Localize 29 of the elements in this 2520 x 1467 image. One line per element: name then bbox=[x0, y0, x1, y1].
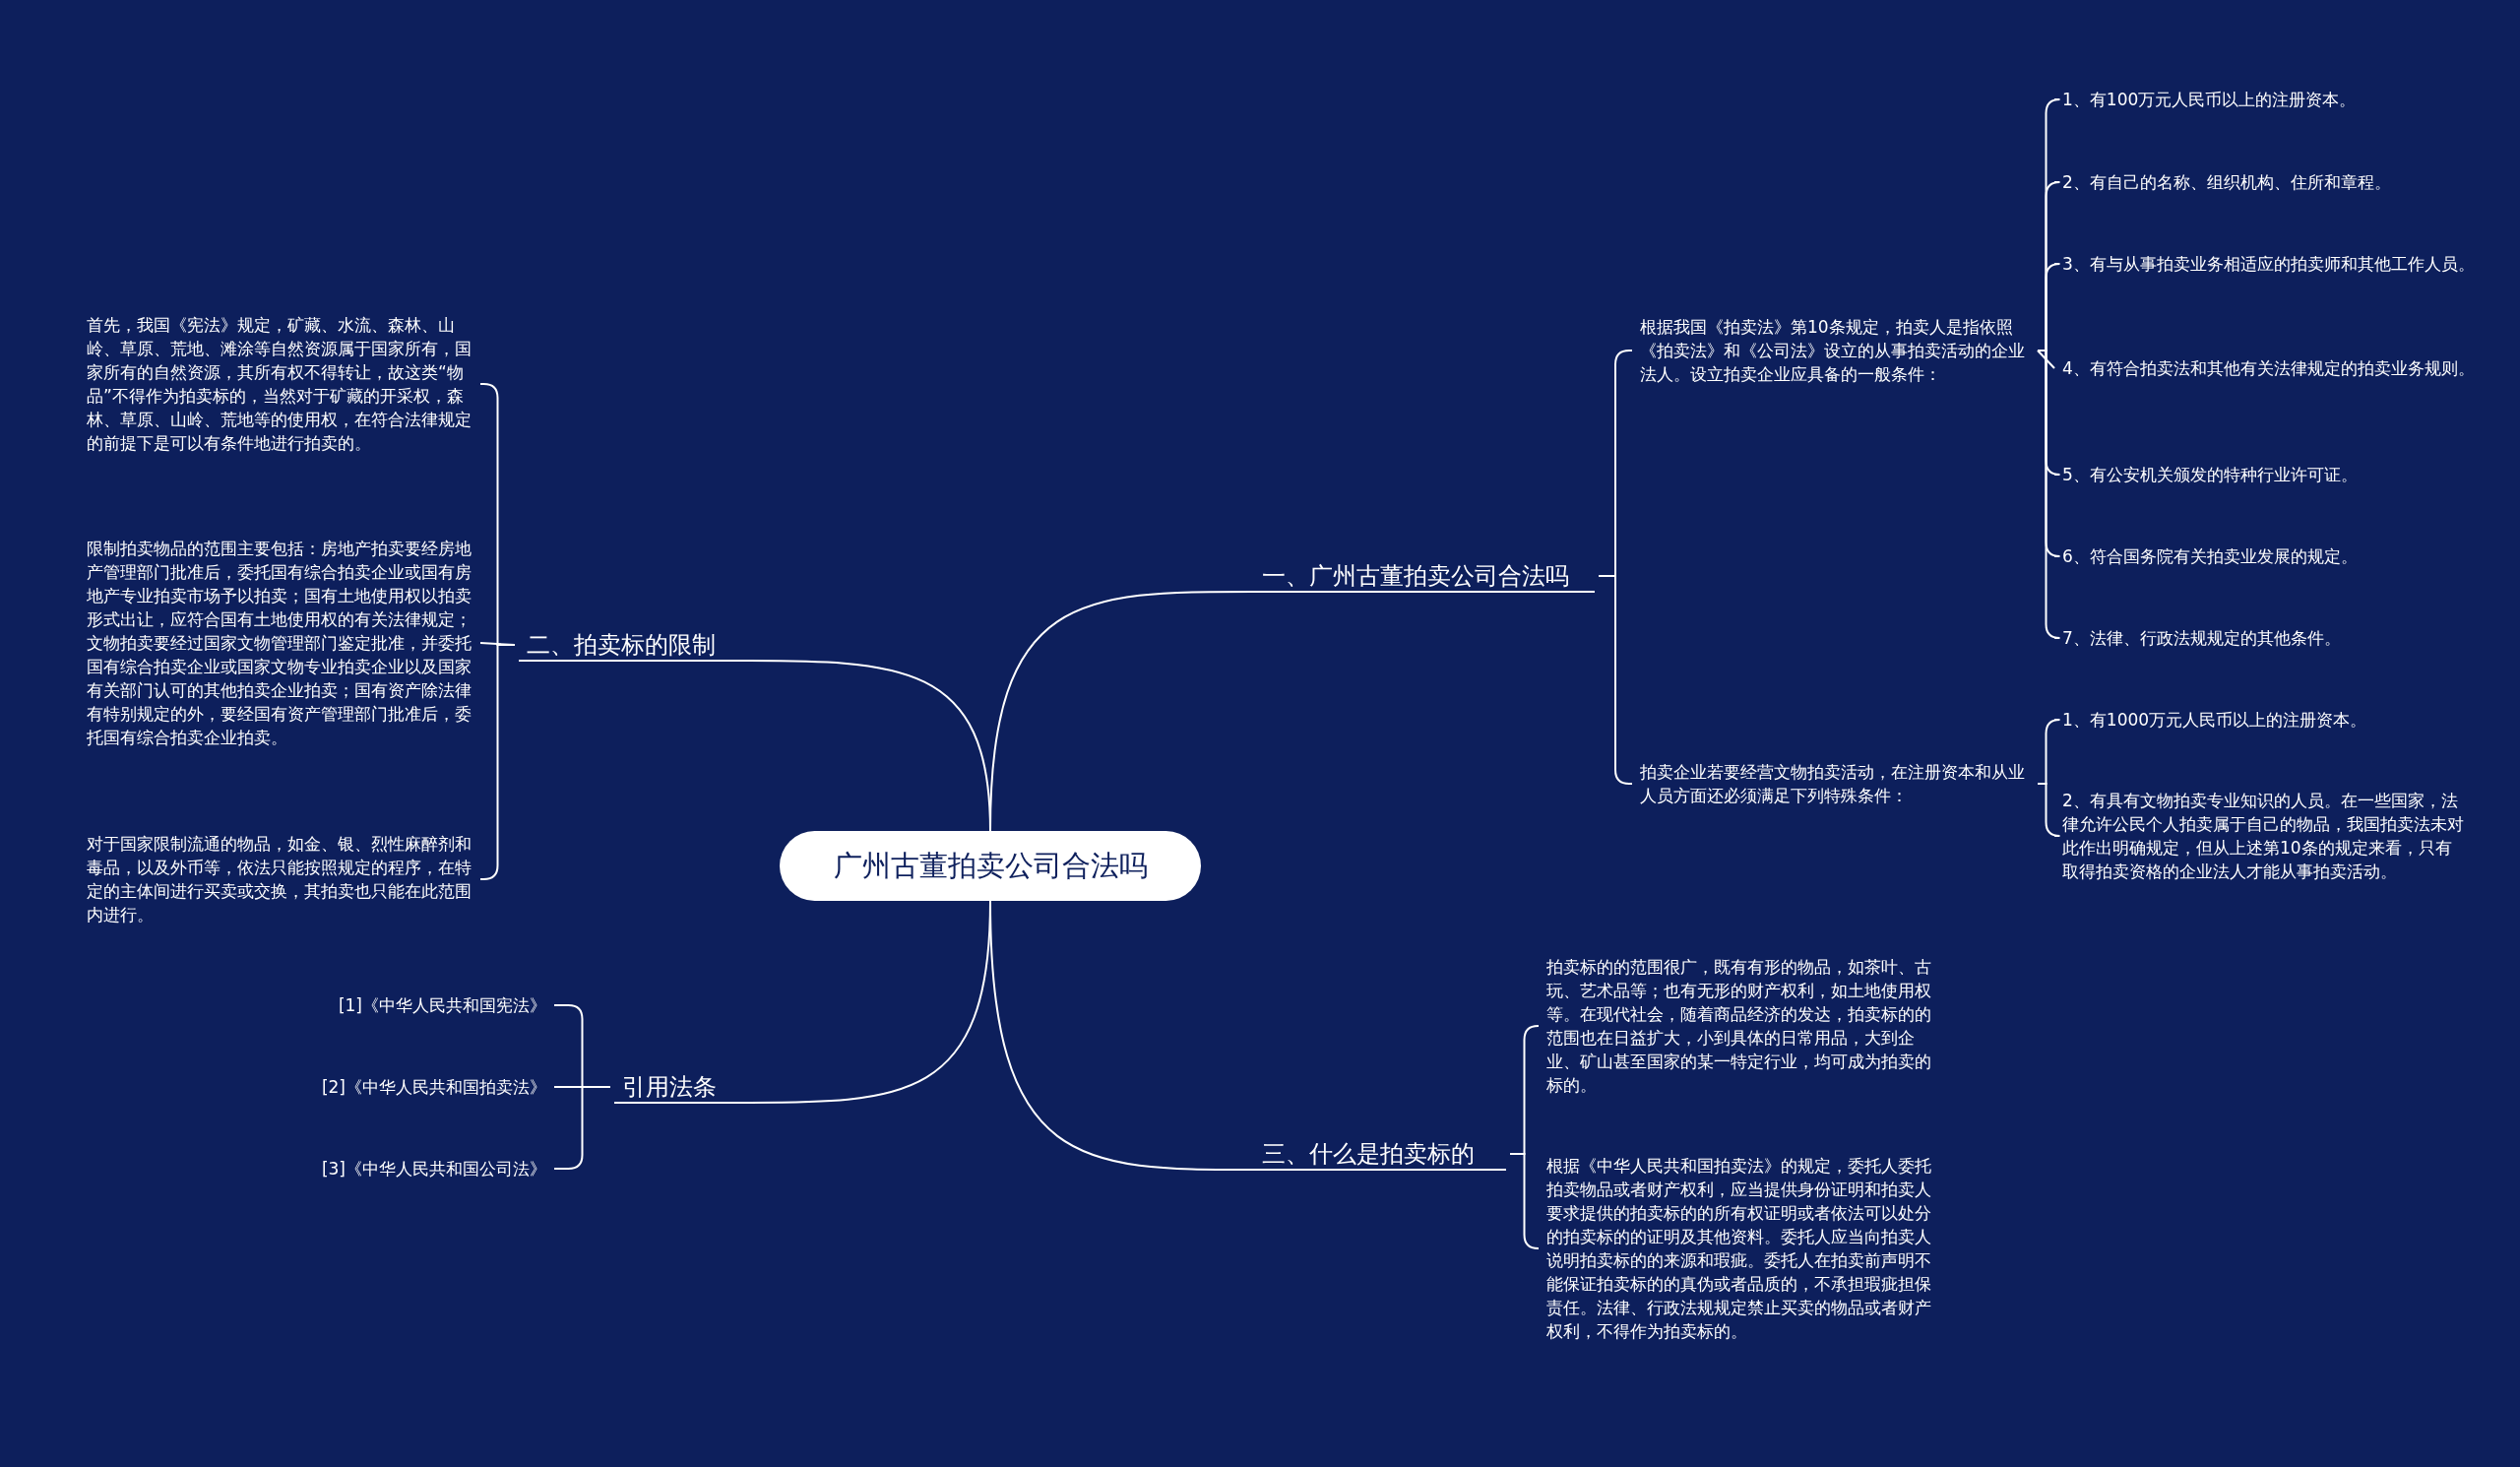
topic-text: 2、有具有文物拍卖专业知识的人员。在一些国家，法律允许公民个人拍卖属于自己的物品，我国拍卖法未对此作出明确规定，但从上述第10条的规定来看，只有取得拍卖资格的企业法人才能从事拍卖活动。 bbox=[2062, 790, 2465, 883]
topic-text: [1]《中华人民共和国宪法》 bbox=[337, 994, 546, 1017]
topic-text: 7、法律、行政法规规定的其他条件。 bbox=[2062, 627, 2342, 650]
topic-text: 6、符合国务院有关拍卖业发展的规定。 bbox=[2062, 545, 2359, 568]
branch-topic: 二、拍卖标的限制 bbox=[527, 630, 717, 661]
topic-text: 1、有100万元人民币以上的注册资本。 bbox=[2062, 89, 2358, 111]
topic-text: 4、有符合拍卖法和其他有关法律规定的拍卖业务规则。 bbox=[2062, 357, 2476, 380]
topic-text: 5、有公安机关颁发的特种行业许可证。 bbox=[2062, 464, 2359, 486]
connector-line bbox=[2037, 783, 2061, 837]
topic-text: [2]《中华人民共和国拍卖法》 bbox=[320, 1076, 546, 1099]
topic-text: [3]《中华人民共和国公司法》 bbox=[320, 1158, 546, 1180]
topic-text: 2、有自己的名称、组织机构、住所和章程。 bbox=[2062, 171, 2392, 194]
topic-text: 拍卖企业若要经营文物拍卖活动，在注册资本和从业人员方面还必须满足下列特殊条件： bbox=[1640, 761, 2026, 807]
connector-line bbox=[518, 660, 991, 832]
branch-topic: 三、什么是拍卖标的 bbox=[1262, 1139, 1476, 1170]
topic-text: 对于国家限制流通的物品，如金、银、烈性麻醉剂和毒品，以及外币等，依法只能按照规定的程序，在特定的主体间进行买卖或交换，其拍卖也只能在此范围内进行。 bbox=[87, 833, 472, 926]
connector-line bbox=[2037, 350, 2055, 369]
topic-text: 1、有1000万元人民币以上的注册资本。 bbox=[2062, 709, 2368, 732]
connector-line bbox=[1509, 1153, 1540, 1249]
topic-text: 根据《中华人民共和国拍卖法》的规定，委托人委托拍卖物品或者财产权利，应当提供身份证明和拍卖人要求提供的拍卖标的的所有权证明或者依法可以处分的拍卖标的的证明及其他资料。委托人应当向拍卖人说明拍卖标的的来源和瑕疵。委托人在拍卖前声明不能保证拍卖标的的真伪或者品质的，不承担瑕疵担保责任。法律、行政法规规定禁止买卖的物品或者财产权利，不得作为拍卖标的。 bbox=[1546, 1155, 1932, 1343]
topic-text: 3、有与从事拍卖业务相适应的拍卖师和其他工作人员。 bbox=[2062, 253, 2476, 276]
topic-text: 限制拍卖物品的范围主要包括：房地产拍卖要经房地产管理部门批准后，委托国有综合拍卖企业或国有房地产专业拍卖市场予以拍卖；国有土地使用权以拍卖形式出让，应符合国有土地使用权的有关法律规定；文物拍卖要经过国家文物管理部门鉴定批准，并委托国有综合拍卖企业或国家文物专业拍卖企业以及国家有关部门认可的其他拍卖企业拍卖；国有资产除法律有特别规定的外，要经国有资产管理部门批准后，委托国有综合拍卖企业拍卖。 bbox=[87, 538, 472, 749]
topic-text: 首先，我国《宪法》规定，矿藏、水流、森林、山岭、草原、荒地、滩涂等自然资源属于国家所有，国家所有的自然资源，其所有权不得转让，故这类“物品”不得作为拍卖标的，当然对于矿藏的开采权，森林、草原、山岭、荒地等的使用权，在符合法律规定的前提下是可以有条件地进行拍卖的。 bbox=[87, 314, 472, 455]
branch-topic: 引用法条 bbox=[622, 1072, 718, 1103]
central-topic-text: 广州古董拍卖公司合法吗 bbox=[833, 847, 1148, 884]
topic-text: 拍卖标的的范围很广，既有有形的物品，如茶叶、古玩、艺术品等；也有无形的财产权利，如土地使用权等。在现代社会，随着商品经济的发达，拍卖标的的范围也在日益扩大，小到具体的日常用品，大到企业、矿山甚至国家的某一特定行业，均可成为拍卖的标的。 bbox=[1546, 956, 1932, 1097]
connector-line bbox=[613, 900, 991, 1104]
topic-text: 根据我国《拍卖法》第10条规定，拍卖人是指依照《拍卖法》和《公司法》设立的从事拍卖活动的企业法人。设立拍卖企业应具备的一般条件： bbox=[1640, 316, 2026, 386]
branch-topic: 一、广州古董拍卖公司合法吗 bbox=[1262, 561, 1570, 592]
